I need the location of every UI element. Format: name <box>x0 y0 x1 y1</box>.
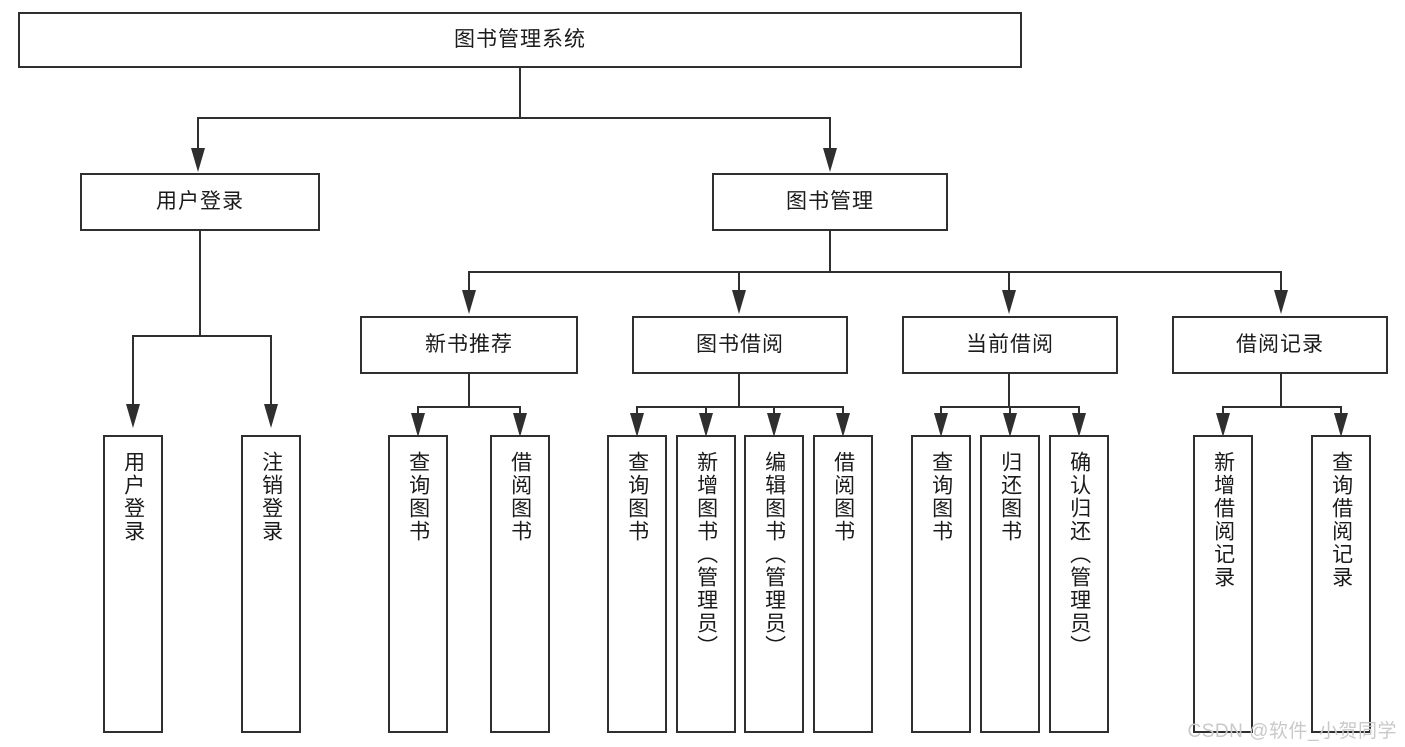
connector-user-login-drop-2 <box>270 335 272 407</box>
leaf-borrow-book-recommend[interactable]: 借阅图书 <box>490 435 550 733</box>
leaf-label: 查询图书 <box>929 451 953 543</box>
leaf-return-book[interactable]: 归还图书 <box>980 435 1040 733</box>
leaf-user-login[interactable]: 用户登录 <box>103 435 163 733</box>
node-label: 新书推荐 <box>425 332 513 356</box>
leaf-label: 注销登录 <box>259 451 283 543</box>
leaf-label: 新增借阅记录 <box>1211 451 1235 589</box>
node-book-management[interactable]: 图书管理 <box>712 173 948 231</box>
node-label: 借阅记录 <box>1236 332 1324 356</box>
leaf-label: 确认归还（管理员） <box>1067 451 1091 658</box>
leaf-query-book-borrow[interactable]: 查询图书 <box>607 435 667 733</box>
connector-new-book-stem <box>468 374 470 407</box>
connector-level3-drop-4 <box>1280 271 1282 293</box>
leaf-add-borrow-record[interactable]: 新增借阅记录 <box>1193 435 1253 733</box>
connector-book-borrow-drop-2 <box>705 406 707 418</box>
connector-current-borrow-drop-2 <box>1009 406 1011 418</box>
leaf-confirm-return-admin[interactable]: 确认归还（管理员） <box>1049 435 1109 733</box>
arrow-to-leaf-confirm-return <box>1072 413 1086 437</box>
connector-book-borrow-bus <box>636 406 844 408</box>
node-label: 图书借阅 <box>696 332 784 356</box>
connector-user-login-stem <box>199 231 201 336</box>
connector-current-borrow-stem <box>1008 374 1010 407</box>
node-new-book-recommend[interactable]: 新书推荐 <box>360 316 578 374</box>
arrow-to-leaf-edit-book <box>767 413 781 437</box>
connector-book-borrow-stem <box>738 374 740 407</box>
connector-user-login-drop-1 <box>132 335 134 407</box>
node-label: 图书管理 <box>786 189 874 213</box>
arrow-to-current-borrow <box>1002 290 1016 314</box>
leaf-add-book-admin[interactable]: 新增图书（管理员） <box>676 435 736 733</box>
leaf-logout[interactable]: 注销登录 <box>241 435 301 733</box>
connector-borrow-record-stem <box>1280 374 1282 407</box>
connector-level3-drop-1 <box>468 271 470 293</box>
leaf-label: 新增图书（管理员） <box>694 451 718 658</box>
connector-level2-bus <box>197 117 831 119</box>
node-label: 图书管理系统 <box>454 27 586 51</box>
arrow-to-leaf-add-record <box>1216 413 1230 437</box>
node-label: 当前借阅 <box>966 332 1054 356</box>
connector-borrow-record-drop-1 <box>1222 406 1224 418</box>
connector-new-book-bus <box>417 406 521 408</box>
connector-new-book-drop-2 <box>519 406 521 418</box>
node-label: 用户登录 <box>156 189 244 213</box>
node-borrow-record[interactable]: 借阅记录 <box>1172 316 1388 374</box>
connector-current-borrow-drop-3 <box>1078 406 1080 418</box>
arrow-to-leaf-borrow-book-2 <box>836 413 850 437</box>
arrow-to-leaf-user-login <box>126 404 140 428</box>
arrow-to-book-management <box>823 148 837 172</box>
arrow-to-leaf-add-book <box>699 413 713 437</box>
connector-book-borrow-drop-4 <box>842 406 844 418</box>
arrow-to-new-book-recommend <box>462 290 476 314</box>
connector-level2-drop-1 <box>197 117 199 152</box>
arrow-to-leaf-return-book <box>1003 413 1017 437</box>
leaf-label: 用户登录 <box>121 451 145 543</box>
leaf-label: 归还图书 <box>998 451 1022 543</box>
connector-level3-drop-2 <box>738 271 740 293</box>
arrow-to-leaf-logout <box>264 404 278 428</box>
leaf-label: 编辑图书（管理员） <box>762 451 786 658</box>
node-user-login[interactable]: 用户登录 <box>80 173 320 231</box>
node-root-book-management-system[interactable]: 图书管理系统 <box>18 12 1022 68</box>
arrow-to-leaf-query-book-2 <box>630 413 644 437</box>
leaf-label: 借阅图书 <box>508 451 532 543</box>
leaf-query-borrow-record[interactable]: 查询借阅记录 <box>1311 435 1371 733</box>
connector-root-stem <box>519 68 521 117</box>
connector-new-book-drop-1 <box>417 406 419 418</box>
csdn-watermark: CSDN @软件_小贺同学 <box>1187 721 1397 742</box>
leaf-label: 查询借阅记录 <box>1329 451 1353 589</box>
connector-level3-bus <box>468 271 1282 273</box>
connector-level3-drop-3 <box>1008 271 1010 293</box>
connector-book-management-stem <box>829 231 831 273</box>
connector-level2-drop-2 <box>829 117 831 152</box>
leaf-label: 借阅图书 <box>831 451 855 543</box>
connector-book-borrow-drop-3 <box>773 406 775 418</box>
connector-user-login-bus <box>132 335 272 337</box>
leaf-label: 查询图书 <box>406 451 430 543</box>
leaf-edit-book-admin[interactable]: 编辑图书（管理员） <box>744 435 804 733</box>
arrow-to-book-borrow <box>732 290 746 314</box>
arrow-to-leaf-query-book-1 <box>411 413 425 437</box>
leaf-query-book-current[interactable]: 查询图书 <box>911 435 971 733</box>
arrow-to-leaf-query-record <box>1334 413 1348 437</box>
arrow-to-borrow-record <box>1274 290 1288 314</box>
connector-borrow-record-drop-2 <box>1340 406 1342 418</box>
connector-borrow-record-bus <box>1222 406 1342 408</box>
leaf-label: 查询图书 <box>625 451 649 543</box>
arrow-to-user-login <box>191 148 205 172</box>
arrow-to-leaf-query-book-3 <box>934 413 948 437</box>
leaf-query-book-recommend[interactable]: 查询图书 <box>388 435 448 733</box>
connector-book-borrow-drop-1 <box>636 406 638 418</box>
connector-current-borrow-drop-1 <box>940 406 942 418</box>
leaf-borrow-book[interactable]: 借阅图书 <box>813 435 873 733</box>
arrow-to-leaf-borrow-book-1 <box>513 413 527 437</box>
node-book-borrow[interactable]: 图书借阅 <box>632 316 848 374</box>
node-current-borrow[interactable]: 当前借阅 <box>902 316 1118 374</box>
